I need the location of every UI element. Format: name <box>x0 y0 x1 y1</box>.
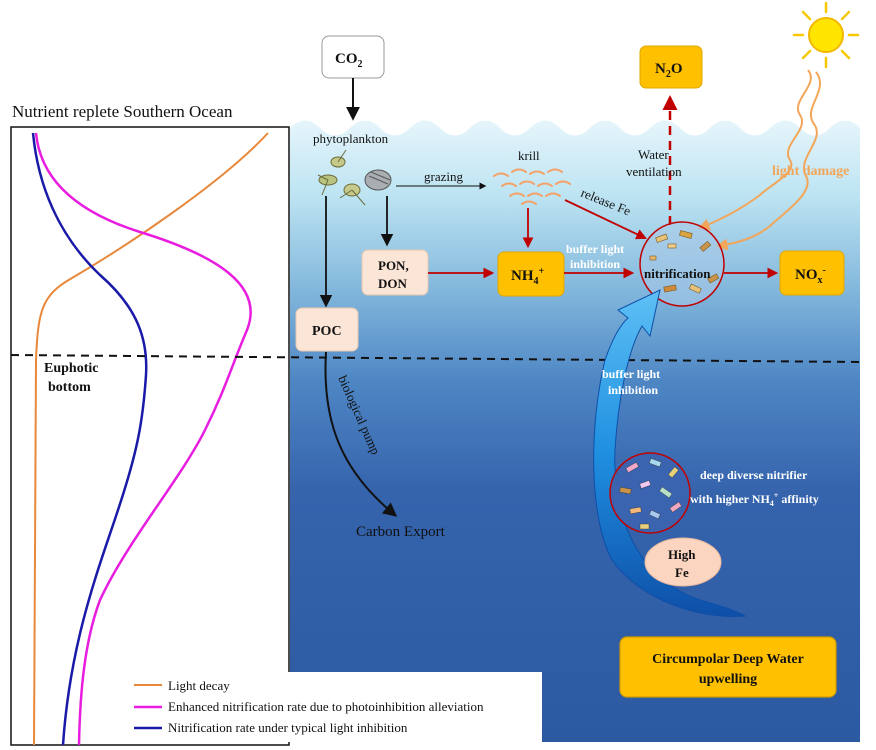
buffer-light-top-label-2: inhibition <box>570 257 620 271</box>
poc-label: POC <box>312 324 342 339</box>
light-ray-1 <box>697 69 812 231</box>
high-fe-blob <box>644 537 722 587</box>
sun-icon <box>792 1 860 69</box>
legend-label-light-decay: Light decay <box>168 678 230 693</box>
legend-label-enhanced: Enhanced nitrification rate due to photo… <box>168 699 484 714</box>
profile-frame <box>10 126 290 746</box>
poc-box <box>295 307 359 352</box>
water-ventilation-label-2: ventilation <box>626 164 682 179</box>
left-panel-title: Nutrient replete Southern Ocean <box>12 102 233 121</box>
nh4-box <box>497 251 565 297</box>
deep-nitrifier-label-2: with higher NH4+ affinity <box>690 491 819 508</box>
buffer-light-top-label: buffer light <box>566 242 624 256</box>
krill-label: krill <box>518 148 540 163</box>
euphotic-label-2: bottom <box>48 380 91 395</box>
pon-don-label-2: DON <box>378 276 408 291</box>
phytoplankton-label: phytoplankton <box>313 131 389 146</box>
carbon-export-label: Carbon Export <box>356 524 446 540</box>
euphotic-label: Euphotic <box>44 361 98 376</box>
legend-box <box>130 672 542 742</box>
nox-label: NOx- <box>795 265 826 286</box>
high-fe-label: High <box>668 547 696 562</box>
phytoplankton-icon <box>317 149 392 206</box>
cdw-upwelling-box <box>619 636 837 698</box>
co2-label: CO2 <box>335 51 363 70</box>
water-ventilation-label: Water <box>638 147 669 162</box>
high-fe-label-2: Fe <box>675 565 689 580</box>
nox-box <box>779 250 845 296</box>
buffer-light-mid-label-2: inhibition <box>608 383 658 397</box>
buffer-light-mid-label: buffer light <box>602 367 660 381</box>
euphotic-bottom-line <box>10 354 861 363</box>
nh4-label: NH4+ <box>511 266 545 287</box>
enhanced-nitrification-curve <box>34 132 252 746</box>
nitrification-label: nitrification <box>644 266 711 281</box>
pon-don-label: PON, <box>378 258 409 273</box>
deep-nitrifier-label: deep diverse nitrifier <box>700 468 808 482</box>
n2o-box <box>639 45 703 89</box>
biological-pump-arrow <box>324 351 398 517</box>
cdw-label: Circumpolar Deep Water <box>652 652 804 667</box>
light-decay-curve <box>33 132 269 746</box>
legend-label-typical: Nitrification rate under typical light i… <box>168 720 408 735</box>
grazing-label: grazing <box>424 169 463 184</box>
krill-icon <box>493 168 571 205</box>
deep-nitrifier-circle <box>609 452 691 534</box>
light-ray-2 <box>715 71 822 251</box>
typical-nitrification-curve <box>31 132 148 746</box>
n2o-label: N2O <box>655 61 683 80</box>
nitrification-circle <box>639 221 725 307</box>
light-damage-label: light damage <box>772 164 849 179</box>
cdw-label-2: upwelling <box>699 672 757 687</box>
release-fe-arrow <box>564 199 647 240</box>
